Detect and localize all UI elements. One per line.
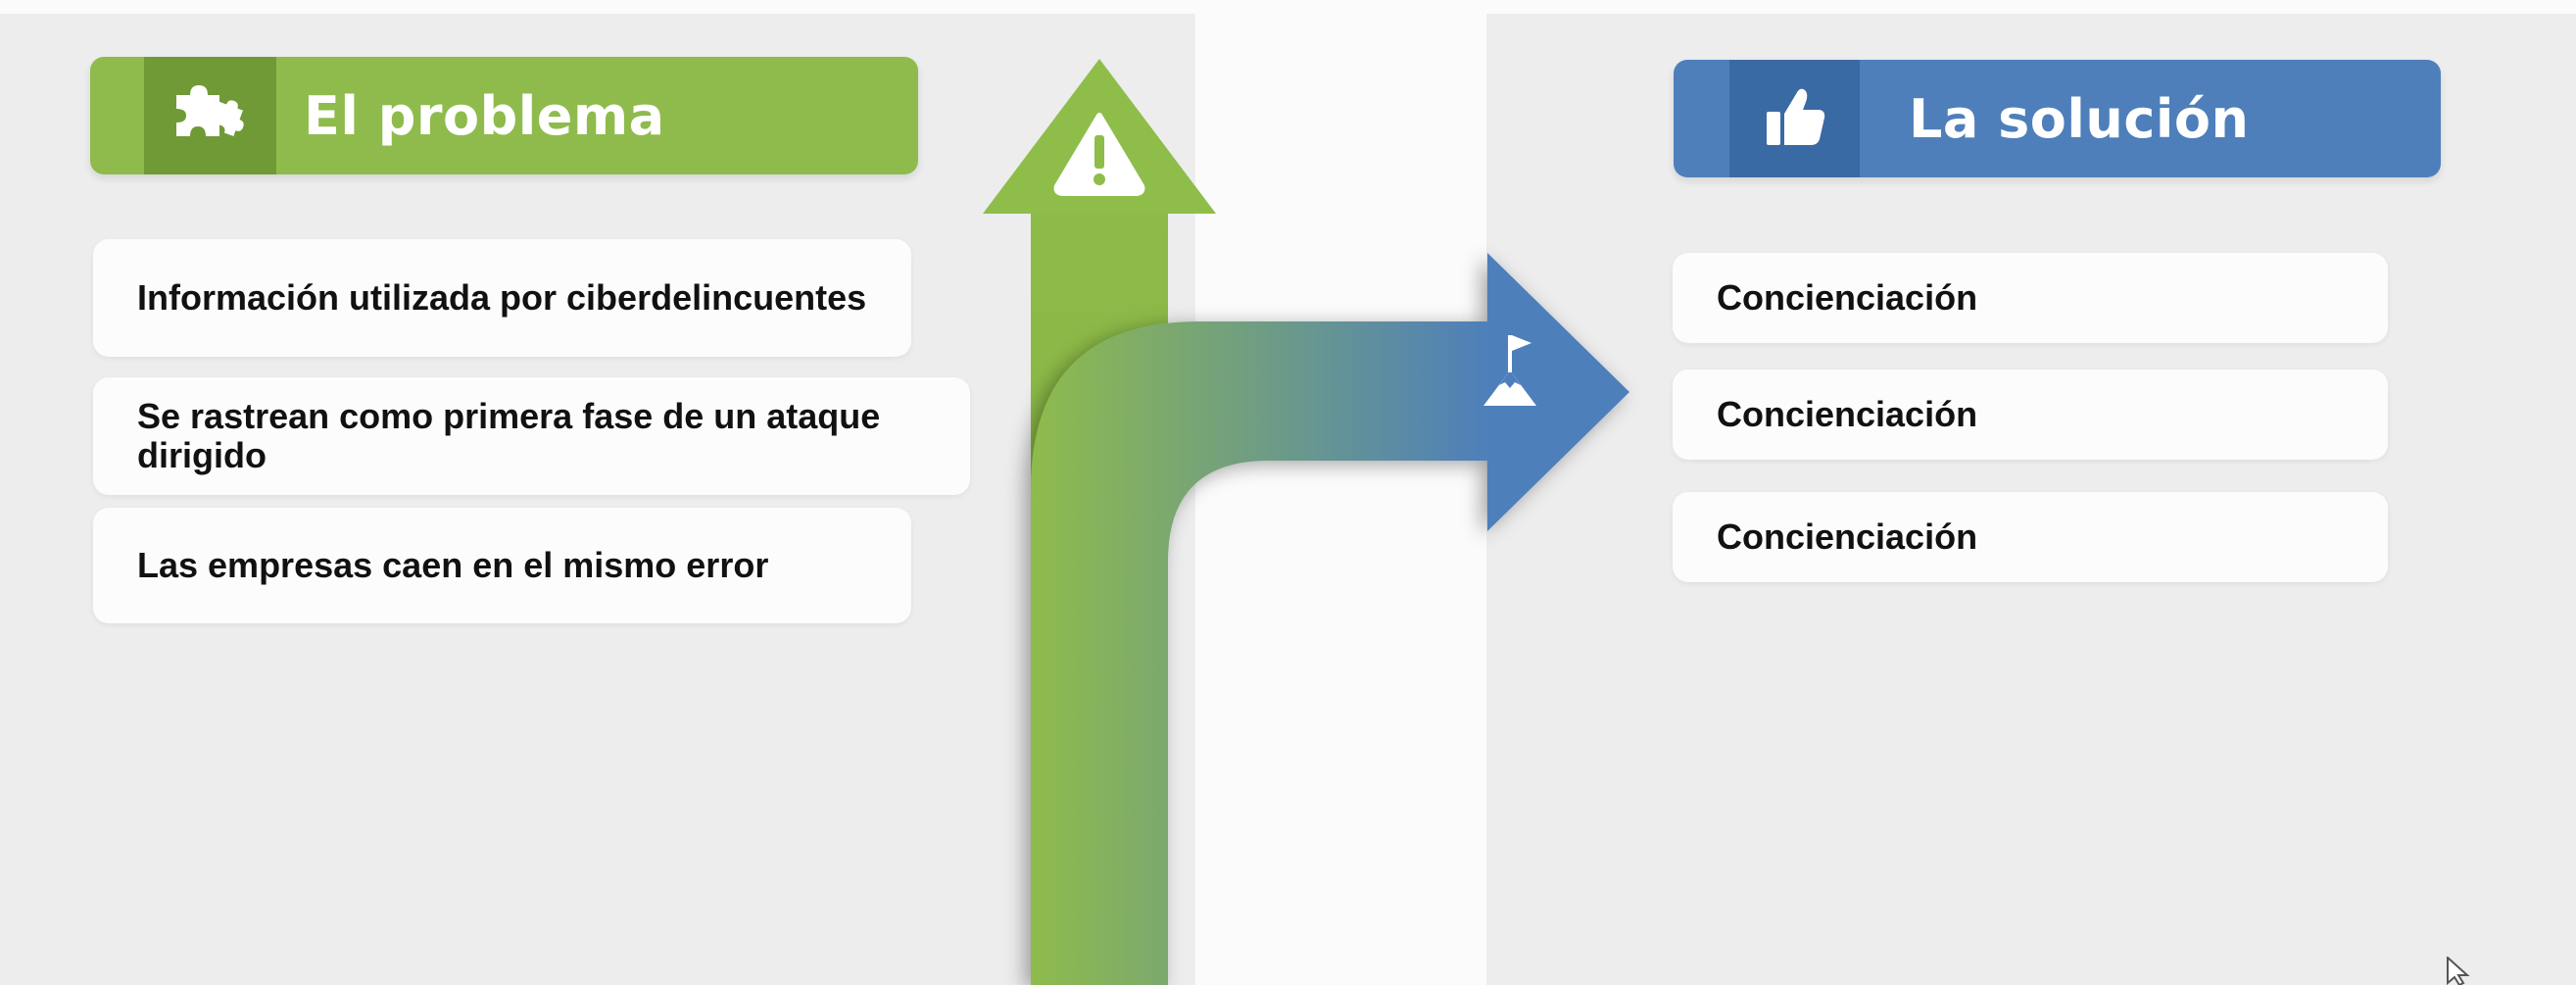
problem-icon-box (144, 57, 276, 174)
problem-panel (0, 14, 1195, 985)
solution-header: La solución (1674, 60, 2441, 177)
solution-item-text: Concienciación (1717, 393, 1978, 434)
warning-icon (1053, 113, 1145, 196)
solution-icon-box (1729, 60, 1860, 177)
solution-item-text: Concienciación (1717, 276, 1978, 318)
turn-right-arrow (1031, 253, 1629, 985)
problem-title: El problema (304, 84, 665, 147)
solution-item: Concienciación (1673, 253, 2388, 343)
problem-item: Se rastrean como primera fase de un ataq… (93, 377, 970, 495)
problem-item: Las empresas caen en el mismo error (93, 508, 911, 623)
problem-item: Información utilizada por ciberdelincuen… (93, 239, 911, 357)
puzzle-icon (169, 79, 253, 153)
solution-item-text: Concienciación (1717, 516, 1978, 557)
solution-title: La solución (1909, 87, 2250, 150)
problem-item-text: Las empresas caen en el mismo error (137, 544, 769, 585)
mountain-flag-icon (1483, 335, 1536, 406)
problem-header: El problema (90, 57, 918, 174)
thumbs-up-icon (1761, 82, 1829, 156)
problem-item-text: Se rastrean como primera fase de un ataq… (137, 395, 881, 475)
solution-item: Concienciación (1673, 369, 2388, 460)
problem-item-text: Información utilizada por ciberdelincuen… (137, 276, 867, 318)
solution-item: Concienciación (1673, 492, 2388, 582)
mouse-pointer-icon (2446, 955, 2473, 985)
